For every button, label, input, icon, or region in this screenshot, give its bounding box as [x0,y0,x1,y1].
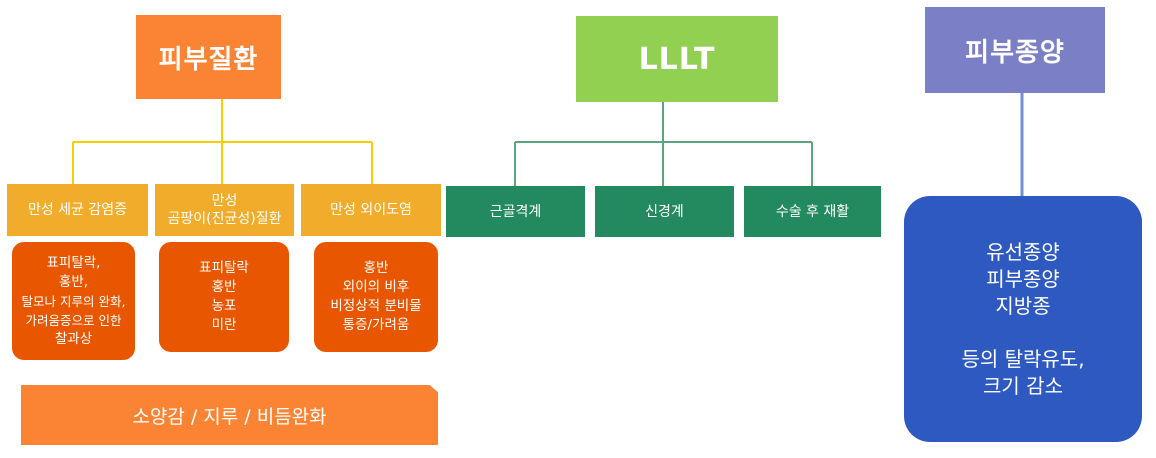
symptom-line: 탈모나 지루의 완화, [21,293,126,309]
symptom-line: 표피탈락 [199,260,249,276]
category-nervous-system: 신경계 [595,186,734,237]
category-post-surgery-rehab: 수술 후 재활 [744,186,881,237]
symptom-line: 홍반, [58,273,89,290]
symptom-line: 홍반 [363,260,389,276]
category-label: 신경계 [645,203,684,220]
header-skin-disease-label: 피부질환 [158,44,259,75]
category-fungal-disease: 만성 곰팡이(진균성)질환 [155,184,294,236]
category-label-line: 만성 [211,193,238,209]
tumor-effects-box: 유선종양 피부종양 지방종 등의 탈락유도, 크기 감소 [904,196,1142,442]
symptom-line: 미란 [211,317,237,333]
category-musculoskeletal: 근골격계 [446,186,585,237]
relief-banner-label: 소양감 / 지루 / 비듬완화 [132,405,327,428]
tumor-line: 크기 감소 [983,373,1063,398]
tumor-line: 지방종 [995,293,1051,318]
symptom-line: 홍반 [211,279,237,295]
symptom-line: 찰과상 [54,330,93,347]
category-label: 수술 후 재활 [775,203,850,220]
symptom-line: 비정상적 분비물 [330,298,422,314]
symptom-line: 농포 [211,298,237,314]
category-bacterial-infection: 만성 세균 감염증 [7,184,148,236]
header-lllt: LLLT [576,16,778,102]
category-otitis-externa: 만성 외이도염 [301,184,441,236]
symptom-card-otitis: 홍반 외이의 비후 비정상적 분비물 통증/가려움 [314,242,438,352]
symptom-line: 가려움증으로 인한 [25,312,122,328]
header-skin-disease: 피부질환 [136,15,281,99]
symptom-line: 통증/가려움 [342,317,410,333]
header-lllt-label: LLLT [638,41,716,77]
tumor-line: 등의 탈락유도, [961,346,1085,371]
relief-banner: 소양감 / 지루 / 비듬완화 [21,385,438,445]
symptom-card-fungal: 표피탈락 홍반 농포 미란 [159,242,289,352]
tumor-line: 유선종양 [986,239,1060,264]
category-label: 근골격계 [489,203,542,220]
tumor-line: 피부종양 [986,266,1060,291]
header-skin-tumor: 피부종양 [925,7,1105,93]
category-label-line: 곰팡이(진균성)질환 [167,211,282,227]
symptom-line: 표피탈락, [46,254,101,271]
category-label: 만성 세균 감염증 [27,202,128,218]
symptom-card-bacterial: 표피탈락, 홍반, 탈모나 지루의 완화, 가려움증으로 인한 찰과상 [12,242,135,360]
header-skin-tumor-label: 피부종양 [965,37,1065,68]
symptom-line: 외이의 비후 [342,279,410,295]
category-label: 만성 외이도염 [330,202,412,218]
